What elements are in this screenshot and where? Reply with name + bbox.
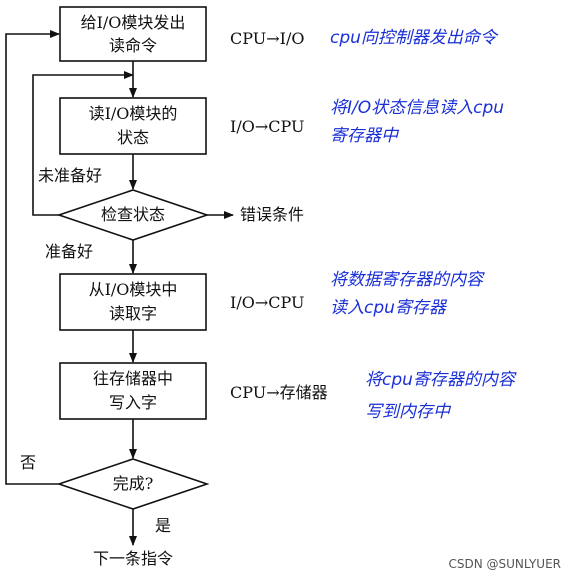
box3-line2: 读取字 — [108, 304, 157, 323]
diamond2-label: 完成? — [112, 474, 154, 493]
no-label: 否 — [20, 453, 37, 472]
side-label-io-to-cpu-1: I/O→CPU — [230, 117, 305, 136]
watermark: CSDN @SUNLYUER — [448, 557, 561, 571]
note-3-line1: 将数据寄存器的内容 — [330, 270, 483, 290]
note-4-line1: 将cpu寄存器的内容 — [365, 370, 515, 390]
box1-line2: 读命令 — [108, 36, 157, 55]
box-read-status — [59, 97, 207, 155]
diamond1-label: 检查状态 — [100, 205, 165, 224]
yes-label: 是 — [155, 516, 172, 535]
note-4-line2: 写到内存中 — [365, 402, 450, 422]
box-read-word — [59, 273, 207, 331]
box-write-word — [59, 362, 207, 420]
note-2-line2: 寄存器中 — [330, 126, 398, 146]
box3-line1: 从I/O模块中 — [88, 280, 178, 299]
box4-line1: 往存储器中 — [92, 369, 173, 388]
note-1: cpu向控制器发出命令 — [330, 28, 497, 48]
not-ready-label: 未准备好 — [38, 166, 103, 185]
box-send-read-command — [59, 6, 207, 62]
note-3-line2: 读入cpu寄存器 — [330, 298, 446, 318]
side-label-cpu-to-io: CPU→I/O — [230, 29, 305, 48]
error-label: 错误条件 — [240, 205, 305, 224]
side-label-io-to-cpu-2: I/O→CPU — [230, 293, 305, 312]
box1-line1: 给I/O模块发出 — [80, 13, 186, 32]
end-label: 下一条指令 — [92, 549, 173, 568]
note-2-line1: 将I/O状态信息读入cpu — [330, 98, 505, 118]
box4-line2: 写入字 — [108, 393, 157, 412]
box2-line1: 读I/O模块的 — [88, 104, 178, 123]
ready-label: 准备好 — [45, 242, 94, 261]
box2-line2: 状态 — [116, 128, 149, 147]
side-label-cpu-to-memory: CPU→存储器 — [230, 383, 328, 402]
